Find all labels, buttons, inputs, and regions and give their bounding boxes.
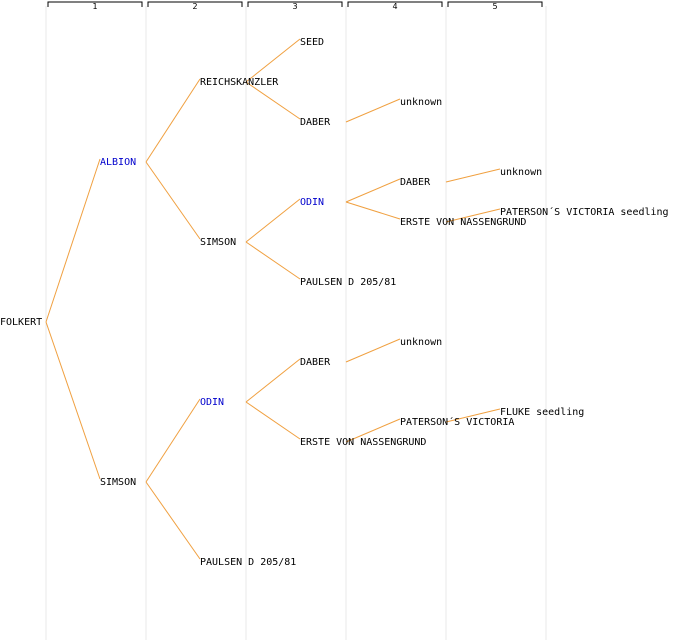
- edge-n2-n5: [145, 398, 201, 483]
- edge-n8-n13: [345, 98, 401, 123]
- node-daber: DABER: [300, 117, 331, 128]
- node-paulsen-d-205-81: PAULSEN D 205/81: [300, 277, 396, 288]
- edge-n2-n6: [145, 481, 201, 560]
- node-paulsen-d-205-81: PAULSEN D 205/81: [200, 557, 296, 568]
- node-odin[interactable]: ODIN: [300, 197, 324, 208]
- node-albion[interactable]: ALBION: [100, 157, 136, 168]
- edge-n1-n4: [145, 161, 201, 240]
- edge-n3-n8: [245, 81, 301, 120]
- edge-n4-n9: [245, 198, 301, 243]
- node-paterson-s-victoria-seedling: PATERSON´S VICTORIA seedling: [500, 206, 669, 218]
- node-unknown: unknown: [400, 337, 442, 348]
- edge-n17-n20: [445, 408, 501, 423]
- node-folkert: FOLKERT: [0, 317, 42, 328]
- node-daber: DABER: [300, 357, 331, 368]
- pedigree-nodes: FOLKERT ALBION SIMSON REICHSKANZLER SIMSON OD…: [0, 37, 669, 568]
- generation-number: 3: [292, 2, 297, 11]
- generation-bracket: [447, 1, 543, 7]
- generation-number: 5: [492, 2, 497, 11]
- edge-n5-n11: [245, 358, 301, 403]
- edge-n5-n12: [245, 401, 301, 440]
- generation-number: 2: [192, 2, 197, 11]
- generation-number: 1: [92, 2, 97, 11]
- node-daber: DABER: [400, 177, 431, 188]
- edge-n15-n19: [445, 208, 501, 223]
- edge-n9-n15: [345, 201, 401, 220]
- node-erste-von-nassengrund: ERSTE VON NASSENGRUND: [400, 217, 526, 228]
- generation-bracket: [147, 1, 243, 7]
- generation-number: 4: [392, 2, 397, 11]
- node-erste-von-nassengrund: ERSTE VON NASSENGRUND: [300, 437, 426, 448]
- edge-n11-n16: [345, 338, 401, 363]
- node-fluke-seedling: FLUKE seedling: [500, 407, 584, 418]
- edge-n14-n18: [445, 168, 501, 183]
- node-reichskanzler: REICHSKANZLER: [200, 77, 279, 88]
- node-seed: SEED: [300, 37, 324, 48]
- node-unknown: unknown: [500, 167, 542, 178]
- pedigree-edges: [45, 38, 501, 560]
- generation-bracket: [247, 1, 343, 7]
- edge-n1-n3: [145, 78, 201, 163]
- edge-n3-n7: [245, 38, 301, 83]
- edge-n4-n10: [245, 241, 301, 280]
- node-paterson-s-victoria: PATERSON´S VICTORIA: [400, 416, 514, 428]
- node-unknown: unknown: [400, 97, 442, 108]
- node-simson: SIMSON: [100, 477, 136, 488]
- generation-header: 1 2 3 4 5: [47, 1, 543, 11]
- column-guides: [45, 6, 547, 640]
- edge-n0-n1: [45, 158, 101, 323]
- node-odin[interactable]: ODIN: [200, 397, 224, 408]
- generation-bracket: [347, 1, 443, 7]
- generation-bracket: [47, 1, 143, 7]
- edge-n9-n14: [345, 178, 401, 203]
- edge-n0-n2: [45, 321, 101, 480]
- edge-n12-n17: [345, 418, 401, 443]
- node-simson: SIMSON: [200, 237, 236, 248]
